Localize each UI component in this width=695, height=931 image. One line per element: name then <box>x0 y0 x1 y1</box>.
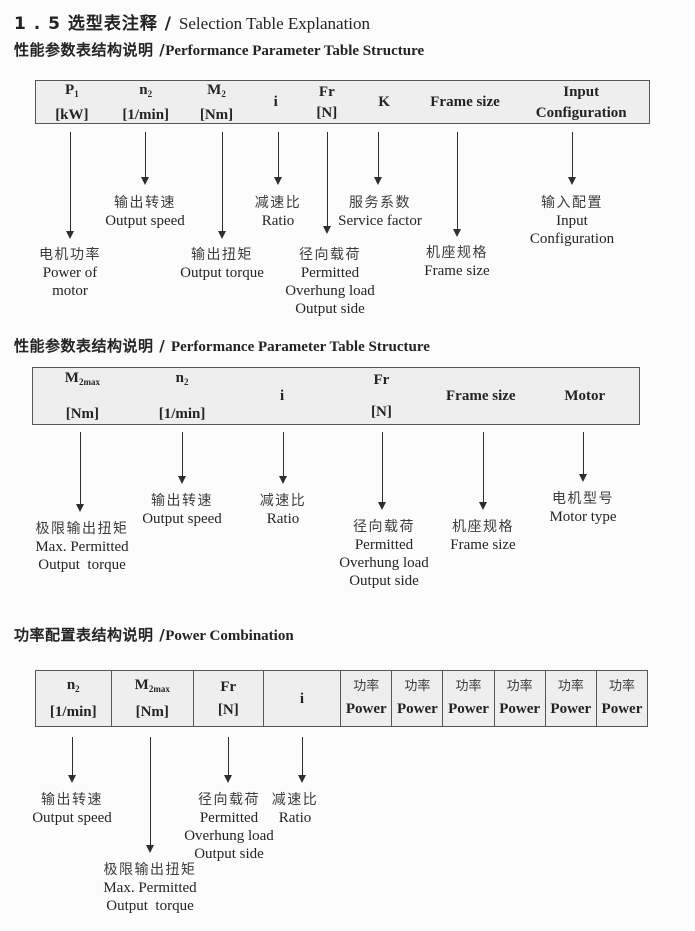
callout-max-output-torque: 极限输出扭矩 Max. Permitted Output torque <box>103 862 197 914</box>
arrow-down <box>453 132 461 237</box>
arrow-down <box>374 132 382 185</box>
col-header-p1: P1 [kW] <box>55 81 89 123</box>
col-header-power-4: 功率 Power <box>493 671 545 726</box>
section3-heading: 功率配置表结构说明 /Power Combination <box>14 626 294 644</box>
arrow-down <box>479 432 487 510</box>
col-header-power-6: 功率 Power <box>595 671 647 726</box>
arrow-down <box>579 432 587 482</box>
callout-overhung-load: 径向载荷 Permitted Overhung load Output side <box>285 247 375 317</box>
callout-ratio: 减速比 Ratio <box>254 195 302 229</box>
callout-input-configuration: 输入配置 Input Configuration <box>529 195 615 247</box>
col-header-n2: n2 [1/min] <box>122 81 170 123</box>
page-title: 1 . 5 选型表注释 / Selection Table Explanatio… <box>14 9 370 34</box>
callout-frame-size: 机座规格 Frame size <box>450 519 516 553</box>
arrow-down <box>298 737 306 783</box>
callout-max-output-torque: 极限输出扭矩 Max. Permitted Output torque <box>35 521 129 573</box>
arrow-down <box>279 432 287 484</box>
col-header-m2: M2 [Nm] <box>199 81 234 123</box>
col-header-fr: Fr [N] <box>371 372 392 420</box>
performance-table-1: P1 [kW] n2 [1/min] M2 [Nm] i Fr [N] K Fr… <box>35 80 650 124</box>
callout-overhung-load: 径向载荷 Permitted Overhung load Output side <box>339 519 429 589</box>
arrow-down <box>378 432 386 510</box>
col-header-power-1: 功率 Power <box>340 671 391 726</box>
col-header-input-configuration: Input Configuration <box>535 83 627 121</box>
callout-service-factor: 服务系数 Service factor <box>338 195 422 229</box>
arrow-down <box>68 737 76 783</box>
performance-table-2: M2max [Nm] n2 [1/min] i Fr [N] Frame siz… <box>32 367 640 425</box>
arrow-down <box>178 432 186 484</box>
col-header-n2: n2 [1/min] <box>49 677 97 720</box>
arrow-down <box>218 132 226 239</box>
callout-output-speed: 输出转速 Output speed <box>32 792 112 826</box>
col-header-m2max: M2max [Nm] <box>110 671 193 726</box>
page-title-en: Selection Table Explanation <box>178 14 371 33</box>
col-header-frame-size: Frame size <box>446 388 516 404</box>
arrow-down <box>274 132 282 185</box>
col-header-frame-size: Frame size <box>430 94 500 110</box>
col-header-i: i <box>279 388 285 404</box>
col-header-fr: Fr [N] <box>316 83 338 121</box>
arrow-down <box>146 737 154 853</box>
callout-frame-size: 机座规格 Frame size <box>424 245 490 279</box>
col-header-i: i <box>262 671 341 726</box>
col-header-n2: n2 [1/min] <box>158 370 206 422</box>
arrow-down <box>66 132 74 239</box>
col-header-i: i <box>273 94 278 110</box>
arrow-down <box>224 737 232 783</box>
page-title-zh: 1 . 5 选型表注释 / <box>14 14 179 34</box>
col-header-power-5: 功率 Power <box>544 671 596 726</box>
col-header-motor: Motor <box>564 388 606 404</box>
arrow-down <box>76 432 84 512</box>
callout-output-speed: 输出转速 Output speed <box>105 195 185 229</box>
arrow-down <box>141 132 149 185</box>
callout-ratio: 减速比 Ratio <box>271 792 319 826</box>
callout-ratio: 减速比 Ratio <box>259 493 307 527</box>
arrow-down <box>568 132 576 185</box>
callout-motor-type: 电机型号 Motor type <box>549 491 617 525</box>
callout-output-speed: 输出转速 Output speed <box>142 493 222 527</box>
col-header-power-2: 功率 Power <box>391 671 442 726</box>
col-header-power-3: 功率 Power <box>442 671 493 726</box>
callout-output-torque: 输出扭矩 Output torque <box>180 247 264 281</box>
section2-heading: 性能参数表结构说明 / Performance Parameter Table … <box>14 337 430 355</box>
callout-power-of-motor: 电机功率 Power of motor <box>39 247 101 299</box>
col-header-fr: Fr [N] <box>192 671 263 726</box>
callout-overhung-load: 径向载荷 Permitted Overhung load Output side <box>184 792 274 862</box>
arrow-down <box>323 132 331 234</box>
col-header-k: K <box>378 94 390 110</box>
section1-heading: 性能参数表结构说明 /Performance Parameter Table S… <box>14 41 425 59</box>
col-header-m2max: M2max [Nm] <box>64 370 100 422</box>
power-combination-table: n2 [1/min] M2max [Nm] Fr [N] i 功率 Power … <box>35 670 648 727</box>
